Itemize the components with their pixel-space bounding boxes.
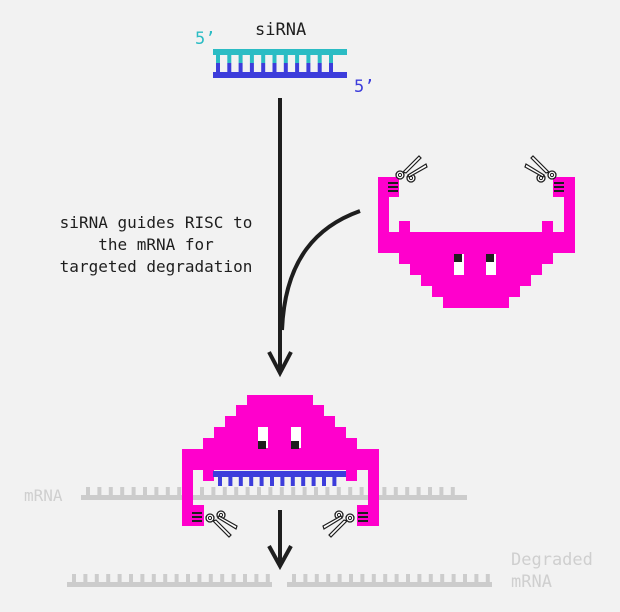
guide-strand: [213, 471, 346, 486]
scissors-icon: [524, 155, 557, 183]
mrna-strand: [81, 487, 467, 500]
sirna-title: siRNA: [255, 20, 307, 40]
degraded-mrna-fragments: [67, 574, 492, 587]
five-prime-label-bottom: 5’: [354, 77, 375, 97]
process-caption: siRNA guides RISC to the mRNA for target…: [59, 213, 253, 276]
down-arrow-icon: [267, 510, 293, 571]
five-prime-label-top: 5’: [195, 29, 216, 49]
degraded-mrna-label: Degraded mRNA: [511, 550, 593, 592]
curved-arrow-icon: [280, 209, 361, 331]
sirna-duplex: [213, 49, 347, 78]
risc-robot-icon: [378, 177, 575, 308]
scissors-icon: [322, 510, 355, 538]
scissors-icon: [395, 155, 428, 183]
down-arrow-icon: [267, 98, 293, 378]
scissors-icon: [205, 510, 238, 538]
mrna-label: mRNA: [24, 486, 63, 505]
risc-robot-bound-icon: [182, 395, 379, 526]
